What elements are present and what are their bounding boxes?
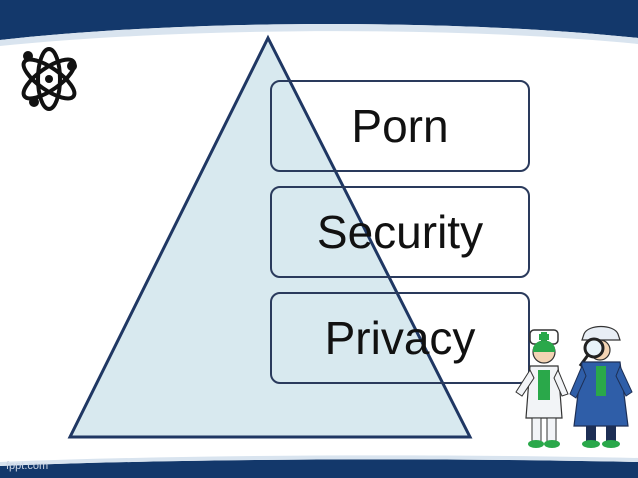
nurse-character-icon	[515, 329, 569, 448]
pyramid-level-label: Privacy	[324, 312, 476, 364]
footer-watermark: fppt.com	[6, 460, 49, 472]
pyramid-level-label: Security	[316, 206, 484, 258]
detective-character-icon	[569, 325, 633, 448]
footer-band-highlight	[0, 455, 638, 466]
footer-band	[0, 459, 638, 478]
header-band	[0, 0, 638, 40]
header-band-highlight	[0, 24, 638, 46]
atom-icon	[21, 47, 77, 111]
pyramid-level-privacy: Privacy	[270, 292, 530, 384]
pyramid-level-porn: Porn	[270, 80, 530, 172]
pyramid-level-label: Porn	[351, 100, 449, 152]
pyramid-level-security: Security	[270, 186, 530, 278]
